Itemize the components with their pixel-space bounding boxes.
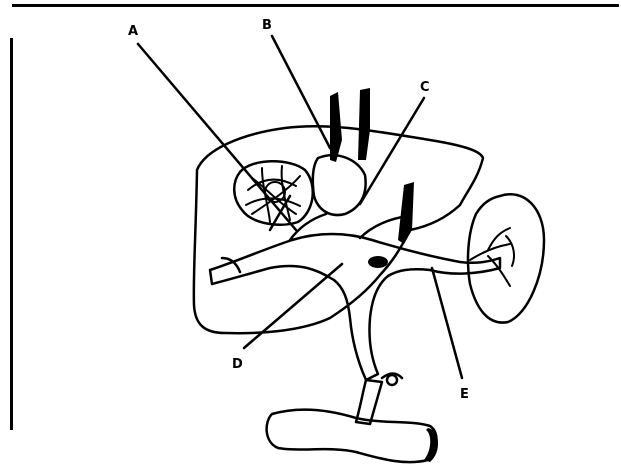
left-rule bbox=[10, 38, 13, 430]
common-duct bbox=[356, 374, 402, 425]
label-e: E bbox=[460, 387, 469, 402]
intestine bbox=[267, 410, 437, 462]
leader-d bbox=[244, 264, 342, 348]
label-b: B bbox=[262, 18, 272, 33]
label-a: A bbox=[128, 24, 138, 39]
hepatic-veins bbox=[330, 88, 414, 244]
leader-e bbox=[432, 268, 462, 378]
portal-vein-system bbox=[210, 196, 500, 380]
leader-b bbox=[272, 36, 330, 148]
label-d: D bbox=[232, 357, 243, 372]
label-c: C bbox=[420, 80, 430, 95]
gallbladder bbox=[313, 155, 366, 215]
top-rule bbox=[12, 4, 619, 7]
leader-a bbox=[138, 44, 296, 230]
spleen bbox=[468, 194, 544, 322]
mass-vessels bbox=[246, 166, 300, 222]
spleen-vessels bbox=[470, 228, 514, 286]
bile-duct-node bbox=[368, 256, 388, 268]
liver-outline bbox=[194, 126, 483, 333]
